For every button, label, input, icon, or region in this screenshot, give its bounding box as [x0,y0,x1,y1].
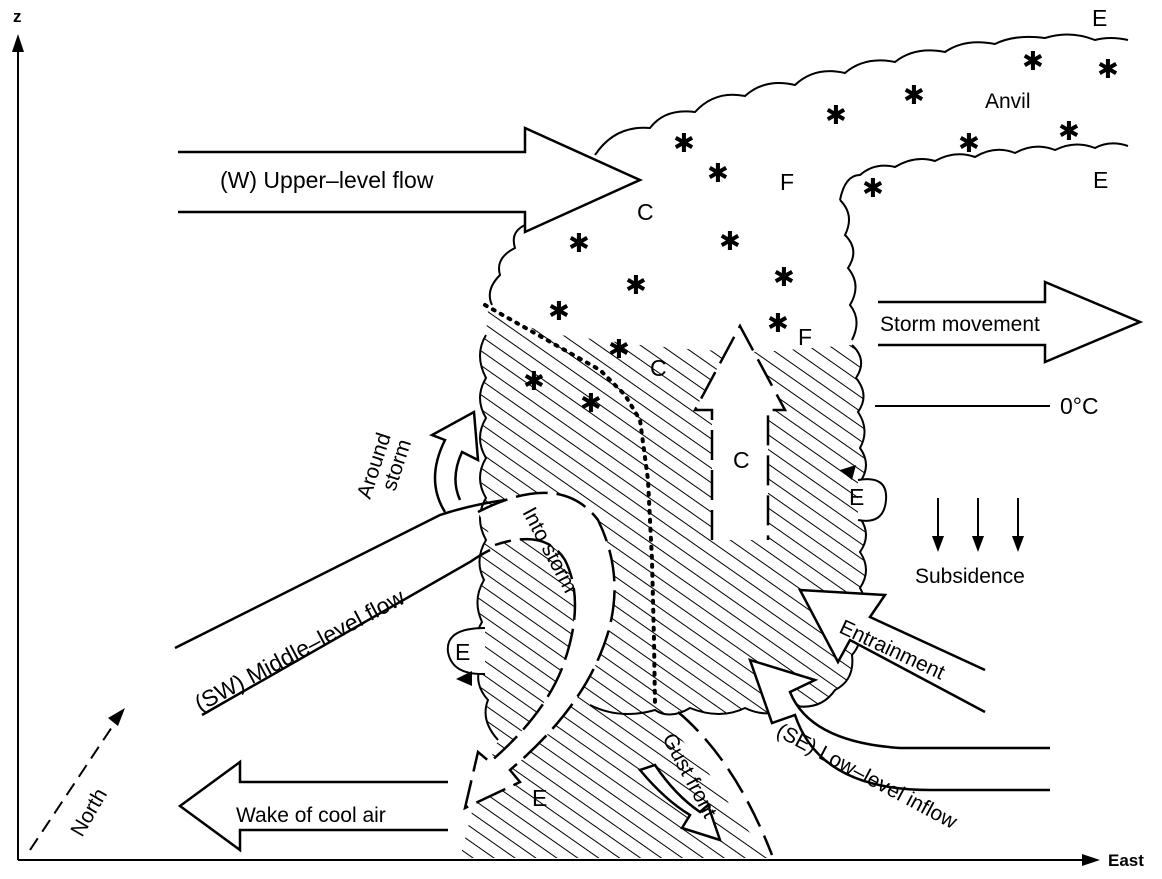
z-axis-arrowhead [12,34,24,52]
anvil-label: Anvil [985,90,1031,113]
tower-top-outline [490,225,525,305]
low-level-inflow-arrow: (SE) Low–level inflow [750,660,1050,834]
north-label: North [66,785,112,841]
storm-movement-arrow: Storm movement [878,282,1140,362]
upper-level-flow-arrow: (W) Upper–level flow [178,128,640,232]
wake-label: Wake of cool air [236,804,386,827]
ice-crystal-icon: ✱ [523,366,545,396]
tower-right-outline [840,200,857,340]
subsidence-label: Subsidence [915,565,1025,588]
upper-level-flow-label: (W) Upper–level flow [220,167,434,193]
anvil-e-top: E [1092,5,1107,31]
north-arrowhead [108,708,125,726]
ice-crystal-icon: ✱ [625,270,647,300]
freezing-level-label: 0°C [1060,393,1099,419]
z-axis-label: z [13,7,22,26]
ice-crystal-icon: ✱ [773,262,795,292]
ice-crystal-icon: ✱ [767,308,789,338]
ice-crystal-icon: ✱ [707,158,729,188]
wake-arrow: Wake of cool air [180,762,448,850]
around-storm-arrow: Around storm [353,412,478,512]
ice-crystal-icon: ✱ [1022,46,1044,76]
ice-crystal-icon: ✱ [1058,116,1080,146]
east-axis-label: East [1108,851,1144,870]
ice-crystal-icon: ✱ [958,128,980,158]
storm-movement-label: Storm movement [880,313,1040,336]
ice-crystal-icon: ✱ [862,173,884,203]
ice-crystal-icon: ✱ [903,80,925,110]
condensation-c-upper: C [637,199,654,225]
updraft-label: C [733,447,750,473]
middle-level-flow-label: (SW) Middle–level flow [190,583,409,716]
ice-crystal-icon: ✱ [568,228,590,258]
middle-level-flow-arrow: (SW) Middle–level flow [175,500,505,716]
ice-crystal-icon: ✱ [719,226,741,256]
freezing-f-lower: F [798,324,812,350]
ice-crystal-icon: ✱ [548,296,570,326]
ice-crystal-icon: ✱ [608,334,630,364]
evaporation-e-bottom: E [532,785,547,811]
ice-crystal-icon: ✱ [673,128,695,158]
ice-crystal-icon: ✱ [580,388,602,418]
anvil-e-bottom: E [1093,167,1108,193]
freezing-f-upper: F [780,169,794,195]
ice-crystal-icon: ✱ [1097,54,1119,84]
east-axis-arrowhead [1082,854,1100,866]
ice-crystal-icon: ✱ [825,100,847,130]
subsidence: Subsidence [915,498,1025,588]
condensation-c-lower: C [650,355,667,381]
entrainment-e-left: E [455,639,470,665]
entrainment-e-right: E [849,484,864,510]
freezing-level: 0°C [875,393,1099,419]
